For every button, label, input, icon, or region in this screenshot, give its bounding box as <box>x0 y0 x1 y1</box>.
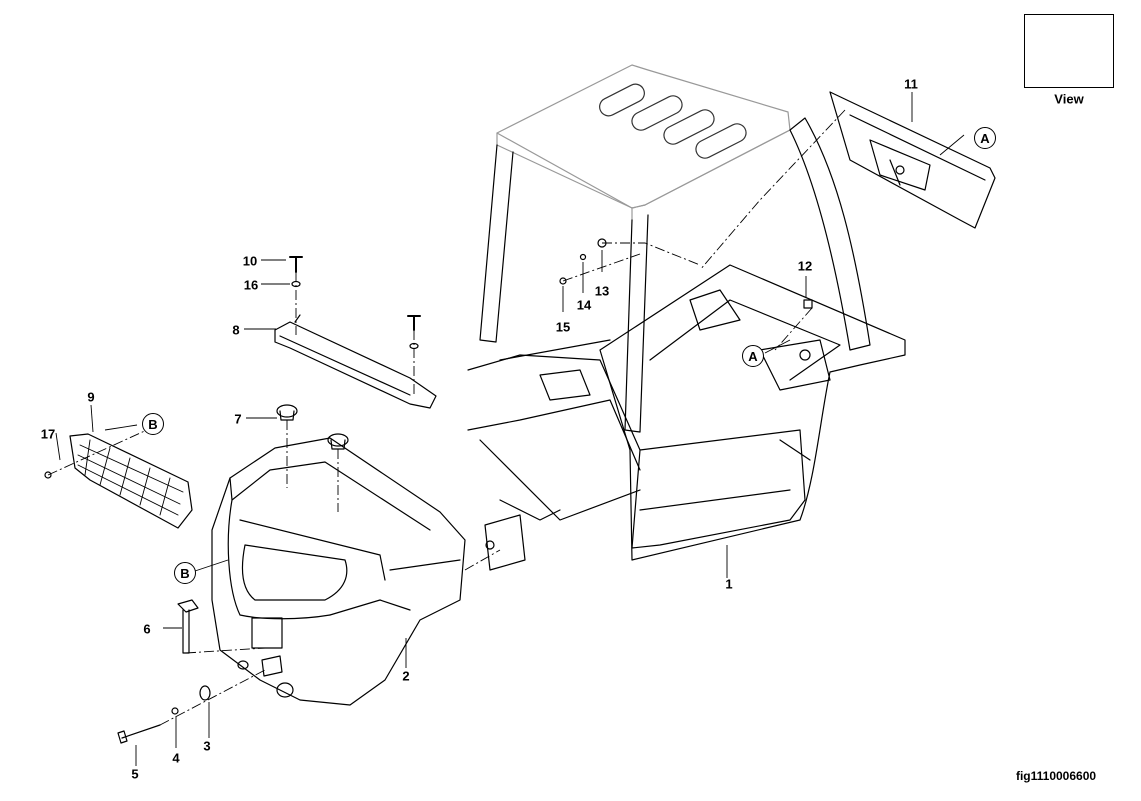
callout-14: 14 <box>576 297 592 313</box>
callout-17: 17 <box>40 426 56 442</box>
callout-12: 12 <box>797 258 813 274</box>
reference-marker-b: B <box>174 562 196 584</box>
callout-4: 4 <box>172 750 180 766</box>
callout-11: 11 <box>904 76 918 92</box>
hardware-drawing <box>44 238 813 744</box>
assembly-lines <box>47 109 846 726</box>
cover-plate-drawing <box>274 314 437 409</box>
callout-10: 10 <box>242 253 258 269</box>
view-label: View <box>1054 91 1084 107</box>
callout-6: 6 <box>143 621 151 637</box>
callout-16: 16 <box>243 277 259 293</box>
callout-7: 7 <box>234 411 242 427</box>
reference-marker-a: A <box>974 127 996 149</box>
view-inset-box <box>1024 14 1114 88</box>
leader-lines <box>55 92 965 766</box>
bracket-assembly-drawing <box>829 91 996 229</box>
reference-marker-b: B <box>142 413 164 435</box>
callout-9: 9 <box>87 389 95 405</box>
callout-13: 13 <box>594 283 610 299</box>
callout-15: 15 <box>555 319 571 335</box>
callout-8: 8 <box>232 322 240 338</box>
callout-3: 3 <box>203 738 211 754</box>
grille-drawing <box>69 433 193 529</box>
reference-marker-a: A <box>742 345 764 367</box>
figure-id: fig1110006600 <box>1015 769 1097 783</box>
counterweight-drawing <box>211 437 466 706</box>
frame-drawing <box>467 64 906 571</box>
callout-5: 5 <box>131 766 139 782</box>
callout-2: 2 <box>402 668 410 684</box>
callout-1: 1 <box>725 576 733 592</box>
